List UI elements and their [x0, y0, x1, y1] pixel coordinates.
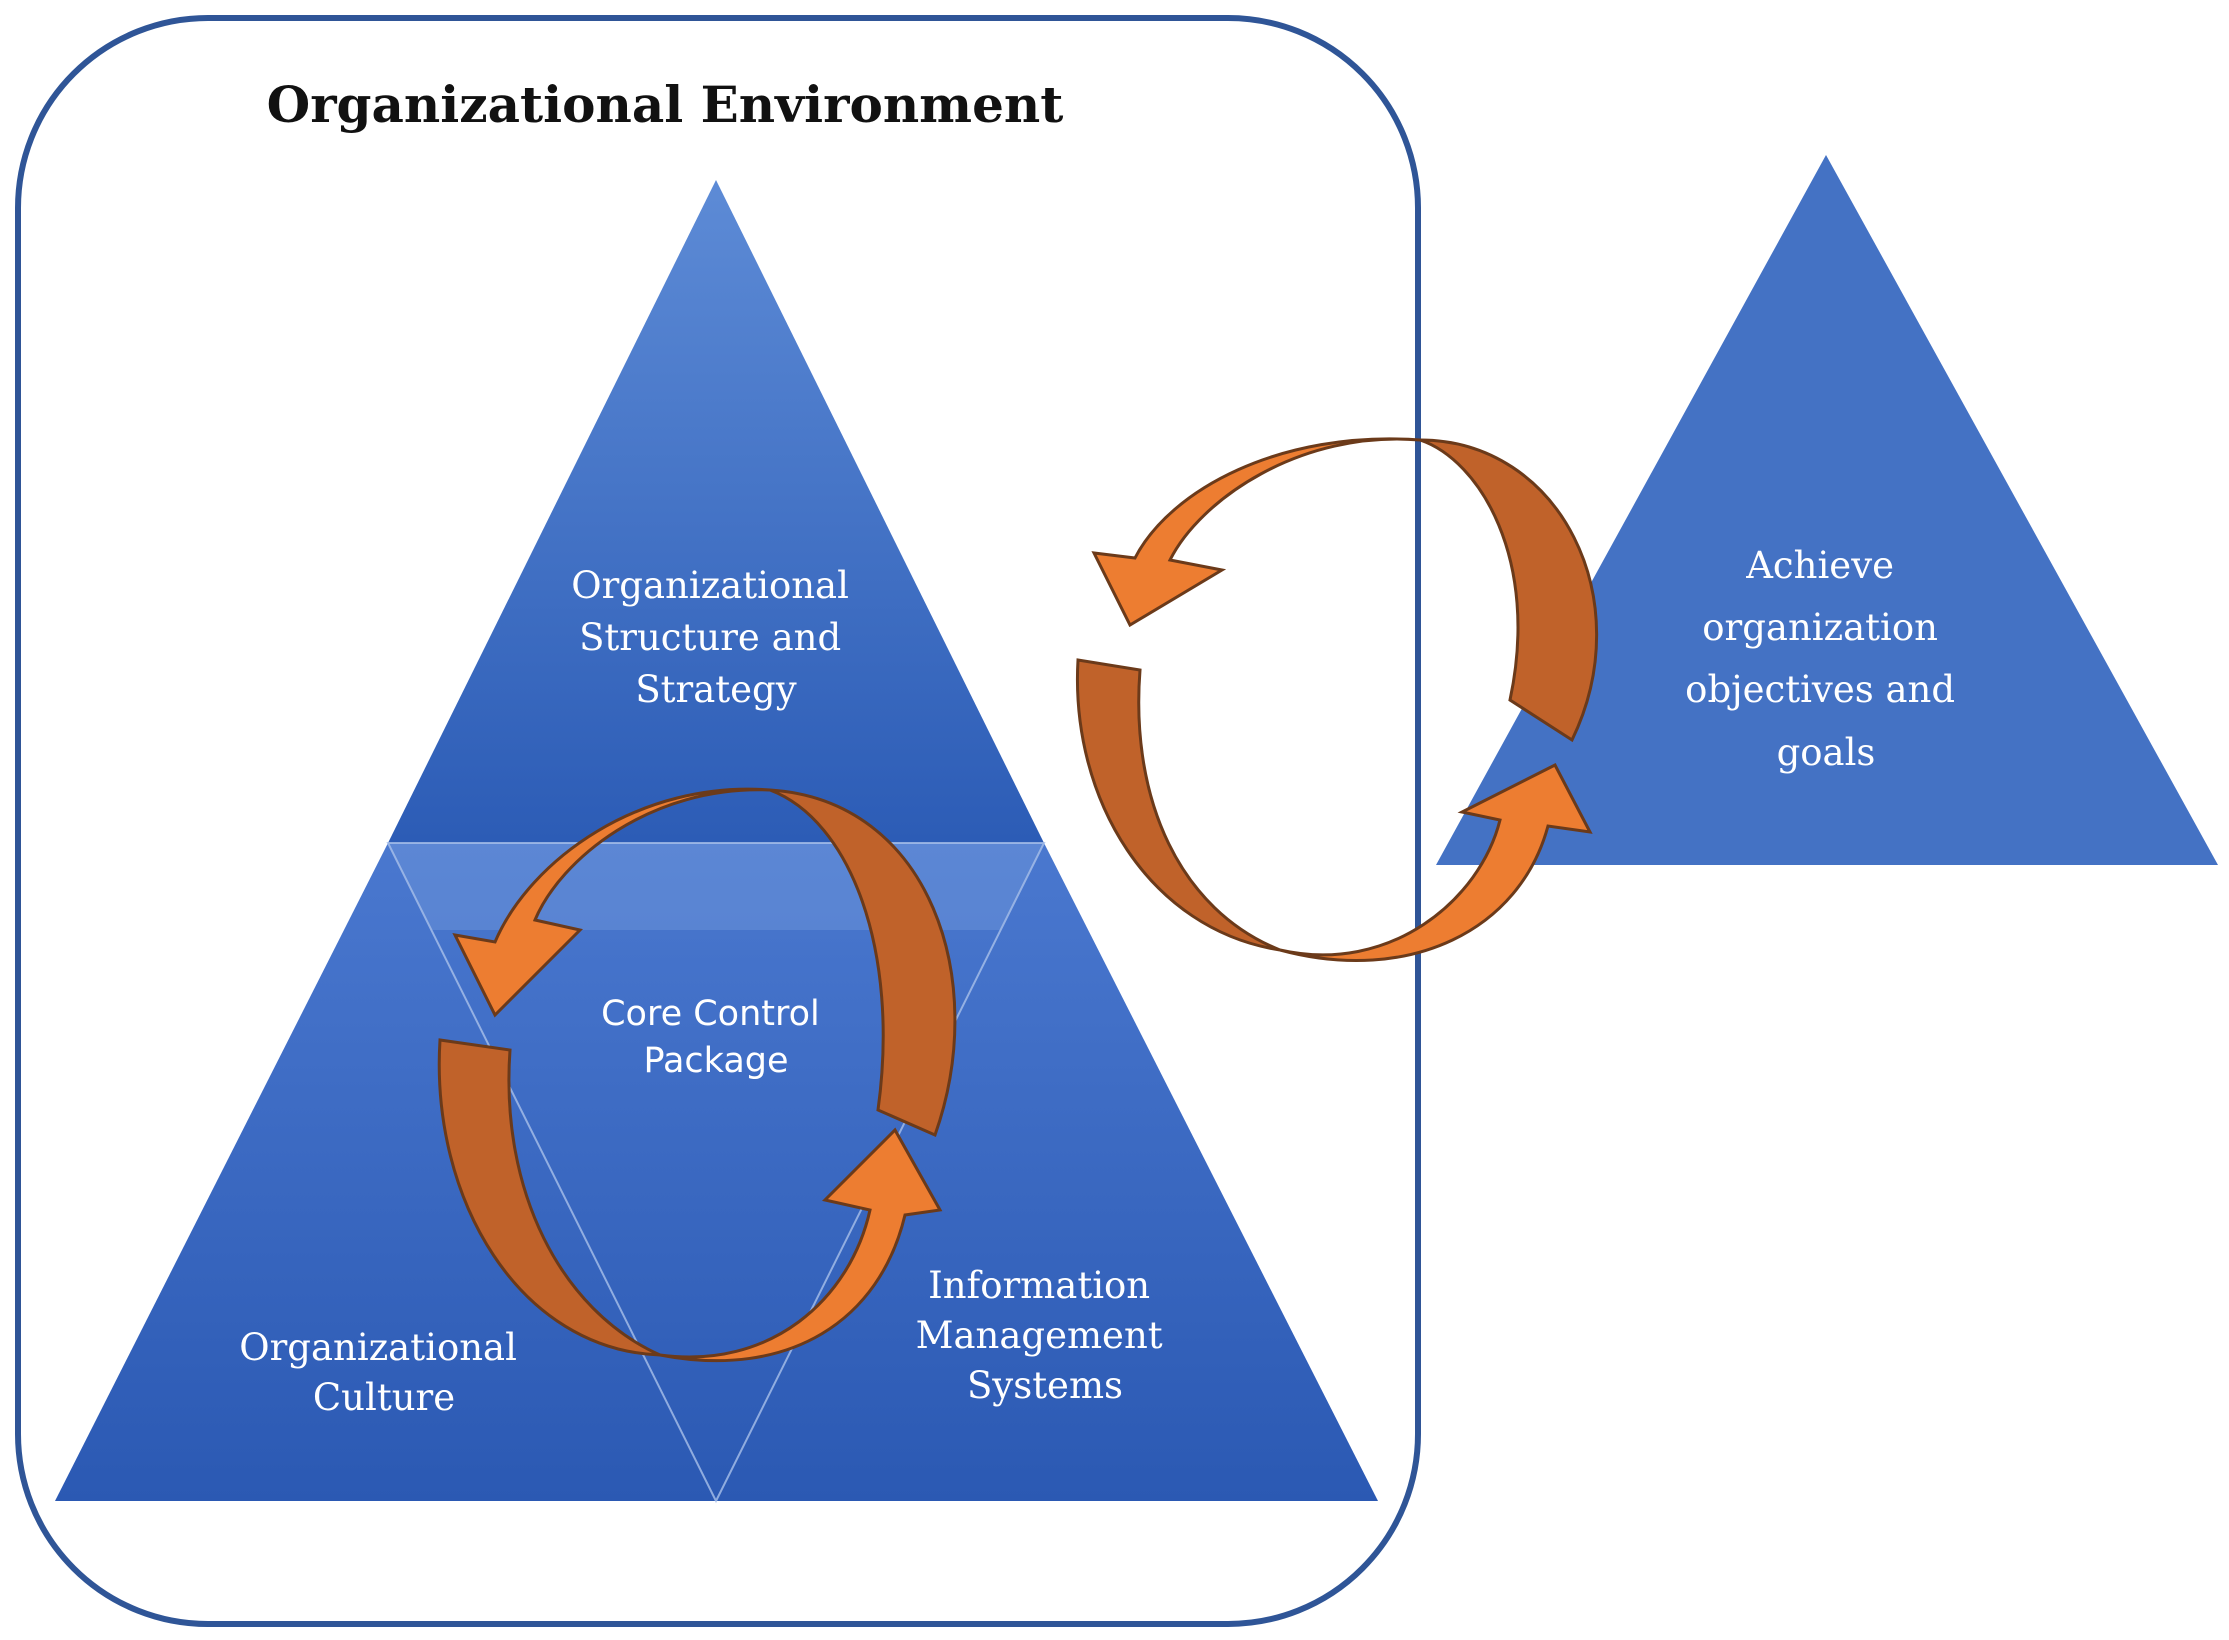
outer-arrow-lower-front — [1279, 762, 1593, 963]
diagram-title: Organizational Environment — [267, 75, 1064, 134]
pyramid-bottom-section — [55, 843, 1378, 1501]
apex-label: Organizational Structure and Strategy — [571, 564, 860, 711]
pyramid-top-section — [388, 180, 1044, 843]
core-label: Core Control Package — [601, 994, 831, 1081]
goal-triangle — [1436, 155, 2218, 865]
goal-label: Achieve organization objectives and goal… — [1685, 544, 1967, 774]
outer-cycle-arrows — [1075, 437, 1598, 963]
outer-arrow-lower-back — [1075, 658, 1281, 952]
pyramid-inner-highlight — [388, 843, 1044, 930]
outer-arrow-upper-back — [1419, 438, 1598, 743]
right-label: Information Management Systems — [916, 1264, 1175, 1407]
inner-cycle-arrows — [437, 787, 957, 1363]
inner-arrow-right-back — [769, 788, 957, 1138]
outer-arrow-upper-front — [1091, 437, 1421, 628]
inner-arrow-bottom-front — [659, 1127, 943, 1363]
inner-arrow-top-front — [452, 787, 771, 1018]
environment-frame — [15, 15, 1421, 1627]
inner-arrow-left-back — [437, 1038, 661, 1357]
left-label: Organizational Culture — [239, 1326, 528, 1419]
